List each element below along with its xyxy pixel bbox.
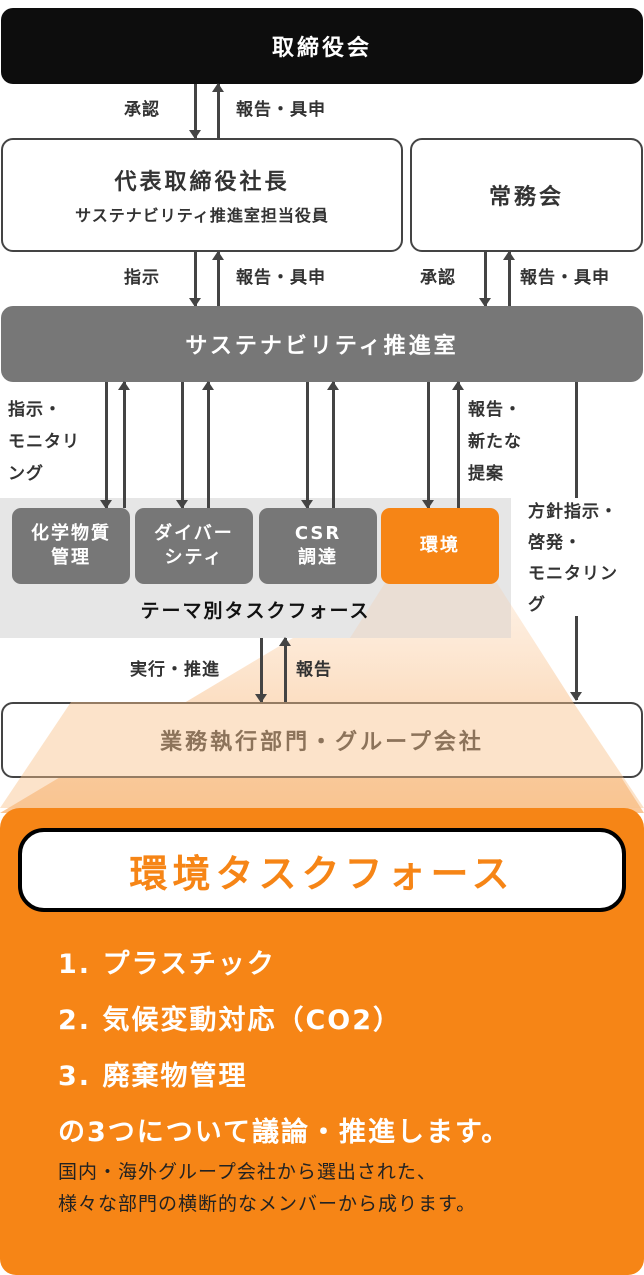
- policy-label-3: モニタリン: [528, 564, 618, 584]
- task-force-label: 調達: [298, 547, 338, 568]
- arrow-down-icon: [301, 382, 313, 509]
- arrow-down-icon: [100, 382, 112, 509]
- task-force-chemical: 化学物質 管理: [12, 508, 130, 584]
- task-force-diversity: ダイバー シティ: [135, 508, 253, 584]
- policy-label-4: グ: [528, 595, 546, 615]
- summary-text: の3つについて議論・推進します。: [58, 1117, 511, 1148]
- task-force-label: シティ: [164, 547, 224, 568]
- report-label: 報告・具申: [236, 100, 326, 120]
- arrow-down-icon: [189, 252, 201, 307]
- task-force-caption: テーマ別タスクフォース: [140, 600, 371, 622]
- task-force-label: 化学物質: [31, 522, 111, 544]
- president-box: 代表取締役社長 サステナビリティ推進室担当役員: [1, 138, 403, 252]
- topic-item: 1. プラスチック: [58, 949, 276, 980]
- arrow-down-icon: [422, 382, 434, 509]
- topic-item: 3. 廃棄物管理: [58, 1061, 248, 1092]
- arrow-up-icon: [279, 637, 291, 702]
- instruction-label: 指示: [124, 268, 160, 288]
- arrow-up-icon: [212, 251, 224, 306]
- report-proposal-label-3: 提案: [468, 464, 504, 484]
- arrow-up-icon: [503, 251, 515, 306]
- execution-label: 実行・推進: [130, 660, 220, 680]
- task-force-label: ダイバー: [154, 522, 234, 544]
- arrow-up-icon: [452, 381, 464, 508]
- task-force-label: 管理: [51, 547, 91, 568]
- board-of-directors-box: 取締役会: [1, 8, 643, 84]
- arrow-down-icon: [255, 638, 267, 703]
- task-force-csr-procurement: CSR 調達: [259, 508, 377, 584]
- sustainability-office-box: サステナビリティ推進室: [1, 306, 643, 382]
- arrow-up-icon: [202, 381, 214, 508]
- task-force-label: 環境: [420, 534, 460, 556]
- arrow-down-icon: [479, 252, 491, 307]
- report-proposal-label-2: 新たな: [468, 432, 522, 452]
- topic-item: 2. 気候変動対応（CO2）: [58, 1005, 402, 1036]
- report-label: 報告: [296, 660, 332, 680]
- president-title: 代表取締役社長: [114, 170, 290, 195]
- president-subtitle: サステナビリティ推進室担当役員: [75, 206, 329, 225]
- description-line-2: 様々な部門の横断的なメンバーから成ります。: [58, 1193, 477, 1215]
- sustainability-office-label: サステナビリティ推進室: [185, 334, 459, 359]
- instruction-monitoring-label-3: ング: [8, 464, 44, 484]
- instruction-monitoring-label-2: モニタリ: [8, 432, 80, 452]
- report-label: 報告・具申: [236, 268, 326, 288]
- arrow-up-icon: [118, 381, 130, 508]
- task-force-label: CSR: [294, 522, 342, 544]
- arrow-down-icon: [570, 616, 582, 701]
- executive-committee-box: 常務会: [410, 138, 643, 252]
- arrow-up-icon: [327, 381, 339, 508]
- description-line-1: 国内・海外グループ会社から選出された、: [58, 1161, 437, 1183]
- report-proposal-label-1: 報告・: [468, 400, 522, 420]
- executive-committee-label: 常務会: [488, 185, 564, 210]
- operations-box: 業務執行部門・グループ会社: [1, 702, 643, 778]
- approval-label: 承認: [420, 268, 456, 288]
- report-label: 報告・具申: [520, 268, 610, 288]
- instruction-monitoring-label-1: 指示・: [8, 400, 62, 420]
- approval-label: 承認: [124, 100, 160, 120]
- arrow-up-icon: [212, 83, 224, 138]
- arrow-down-icon: [176, 382, 188, 509]
- operations-label: 業務執行部門・グループ会社: [160, 730, 484, 755]
- board-label: 取締役会: [271, 36, 372, 61]
- policy-label-1: 方針指示・: [528, 502, 618, 522]
- task-force-environment: 環境: [381, 508, 499, 584]
- connector-line: [575, 382, 578, 498]
- environment-task-force-title: 環境タスクフォース: [18, 828, 626, 912]
- arrow-down-icon: [189, 84, 201, 139]
- zoom-highlight-overlay: [350, 583, 511, 638]
- policy-label-2: 啓発・: [528, 533, 582, 553]
